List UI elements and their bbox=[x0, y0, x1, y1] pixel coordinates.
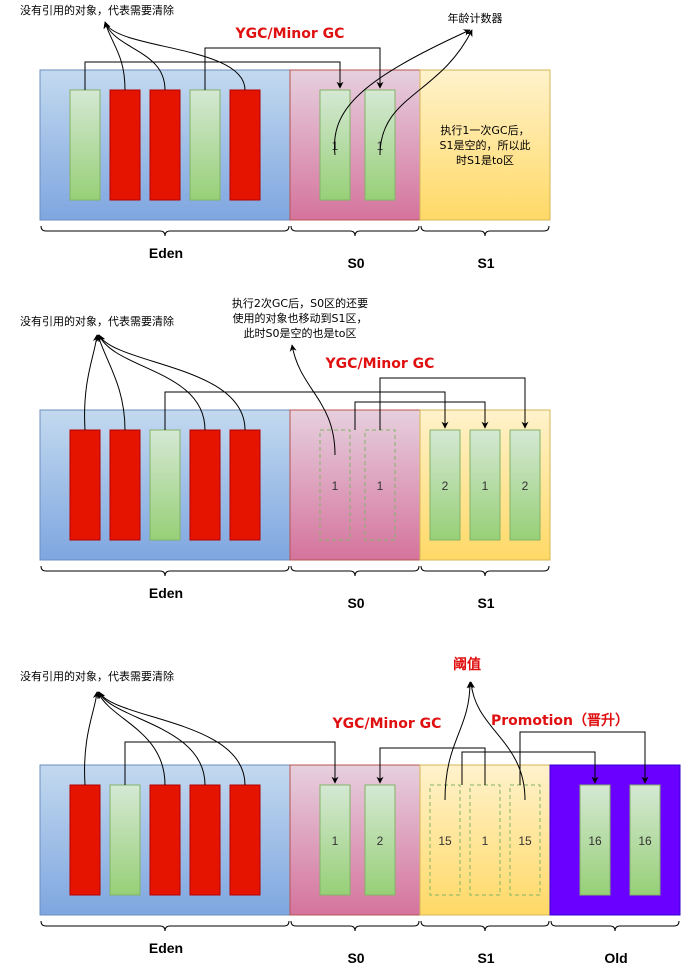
gc-move-arrows bbox=[124, 741, 486, 785]
object-age: 1 bbox=[332, 834, 339, 848]
eden-garbage-object bbox=[109, 89, 141, 201]
s0-region bbox=[289, 764, 421, 916]
eden-label: Eden bbox=[149, 940, 183, 956]
old-object bbox=[629, 784, 661, 896]
s1-moved-object bbox=[429, 784, 461, 896]
garbage-arrows bbox=[84, 334, 246, 431]
eden-garbage-object bbox=[109, 429, 141, 541]
s0-label: S0 bbox=[347, 595, 364, 611]
object-age: 16 bbox=[588, 834, 602, 848]
object-age: 1 bbox=[332, 479, 339, 493]
s1-moved-object bbox=[509, 784, 541, 896]
s1-object bbox=[509, 429, 541, 541]
object-age: 15 bbox=[438, 834, 452, 848]
unreferenced-note: 没有引用的对象，代表需要清除 bbox=[20, 3, 174, 17]
gc-move-arrows bbox=[84, 47, 384, 90]
garbage-arrows bbox=[84, 691, 246, 786]
eden-garbage-object bbox=[229, 784, 261, 896]
eden-garbage-object bbox=[69, 429, 101, 541]
eden-live-object bbox=[149, 429, 181, 541]
s1-region bbox=[419, 69, 551, 221]
threshold-label: 阈值 bbox=[453, 656, 481, 673]
object-age: 1 bbox=[482, 479, 489, 493]
eden-garbage-object bbox=[229, 89, 261, 201]
garbage-arrows bbox=[103, 21, 246, 91]
section-2: 1 1 2 1 2 没有引用的对象，代表需要清除 执行2次GC后，S0区的还要 … bbox=[20, 296, 551, 611]
note-arrow bbox=[289, 344, 336, 456]
section-1: 1 1 执行1一次GC后， S1是空的，所以此 时S1是to区 没有引用的对象，… bbox=[20, 3, 551, 271]
eden-garbage-object bbox=[229, 429, 261, 541]
age-counter-arrows bbox=[333, 29, 473, 156]
eden-garbage-object bbox=[189, 429, 221, 541]
s1-note: 执行1一次GC后， bbox=[440, 123, 529, 137]
s0-object bbox=[319, 784, 351, 896]
eden-live-object bbox=[109, 784, 141, 896]
region-braces bbox=[40, 565, 550, 577]
promotion-label: Promotion（晋升） bbox=[491, 712, 629, 729]
object-age: 15 bbox=[518, 834, 532, 848]
move-note: 执行2次GC后，S0区的还要 bbox=[232, 296, 368, 310]
gc-label: YGC/Minor GC bbox=[325, 356, 435, 372]
unreferenced-note: 没有引用的对象，代表需要清除 bbox=[20, 669, 174, 683]
s1-object bbox=[429, 429, 461, 541]
age-counter-note: 年龄计数器 bbox=[448, 11, 503, 25]
s0-moved-object bbox=[319, 429, 351, 541]
object-age: 16 bbox=[638, 834, 652, 848]
s1-note: 时S1是to区 bbox=[456, 154, 514, 167]
eden-label: Eden bbox=[149, 245, 183, 261]
move-note: 此时S0是空的也是to区 bbox=[243, 326, 356, 340]
promotion-arrows bbox=[461, 731, 649, 785]
old-label: Old bbox=[604, 950, 627, 966]
gc-move-arrows bbox=[164, 377, 529, 430]
old-object bbox=[579, 784, 611, 896]
s1-label: S1 bbox=[477, 950, 494, 966]
eden-garbage-object bbox=[69, 784, 101, 896]
region-braces bbox=[40, 225, 550, 237]
gc-label: YGC/Minor GC bbox=[332, 716, 442, 732]
s1-object bbox=[469, 429, 501, 541]
region-braces bbox=[40, 920, 680, 932]
s1-label: S1 bbox=[477, 595, 494, 611]
object-age: 1 bbox=[377, 479, 384, 493]
s0-region bbox=[289, 409, 421, 561]
s0-object bbox=[364, 784, 396, 896]
eden-live-object bbox=[189, 89, 221, 201]
s1-label: S1 bbox=[477, 255, 494, 271]
s0-label: S0 bbox=[347, 950, 364, 966]
section-3: 1 2 15 1 15 16 16 没有引用的对象，代表需要清除 阈值 YGC/… bbox=[20, 656, 681, 966]
eden-live-object bbox=[69, 89, 101, 201]
eden-garbage-object bbox=[189, 784, 221, 896]
object-age: 2 bbox=[442, 479, 449, 493]
object-age: 1 bbox=[332, 139, 339, 153]
unreferenced-note: 没有引用的对象，代表需要清除 bbox=[20, 314, 174, 328]
eden-label: Eden bbox=[149, 585, 183, 601]
s0-object bbox=[364, 89, 396, 201]
object-age: 2 bbox=[522, 479, 529, 493]
s0-region bbox=[289, 69, 421, 221]
eden-garbage-object bbox=[149, 89, 181, 201]
s1-note: S1是空的，所以此 bbox=[440, 138, 531, 152]
s1-region bbox=[419, 764, 551, 916]
move-note: 使用的对象也移动到S1区， bbox=[233, 311, 368, 325]
eden-garbage-object bbox=[149, 784, 181, 896]
gc-label: YGC/Minor GC bbox=[235, 26, 345, 42]
s0-label: S0 bbox=[347, 255, 364, 271]
object-age: 2 bbox=[377, 834, 384, 848]
object-age: 1 bbox=[482, 834, 489, 848]
threshold-arrows bbox=[444, 681, 526, 801]
